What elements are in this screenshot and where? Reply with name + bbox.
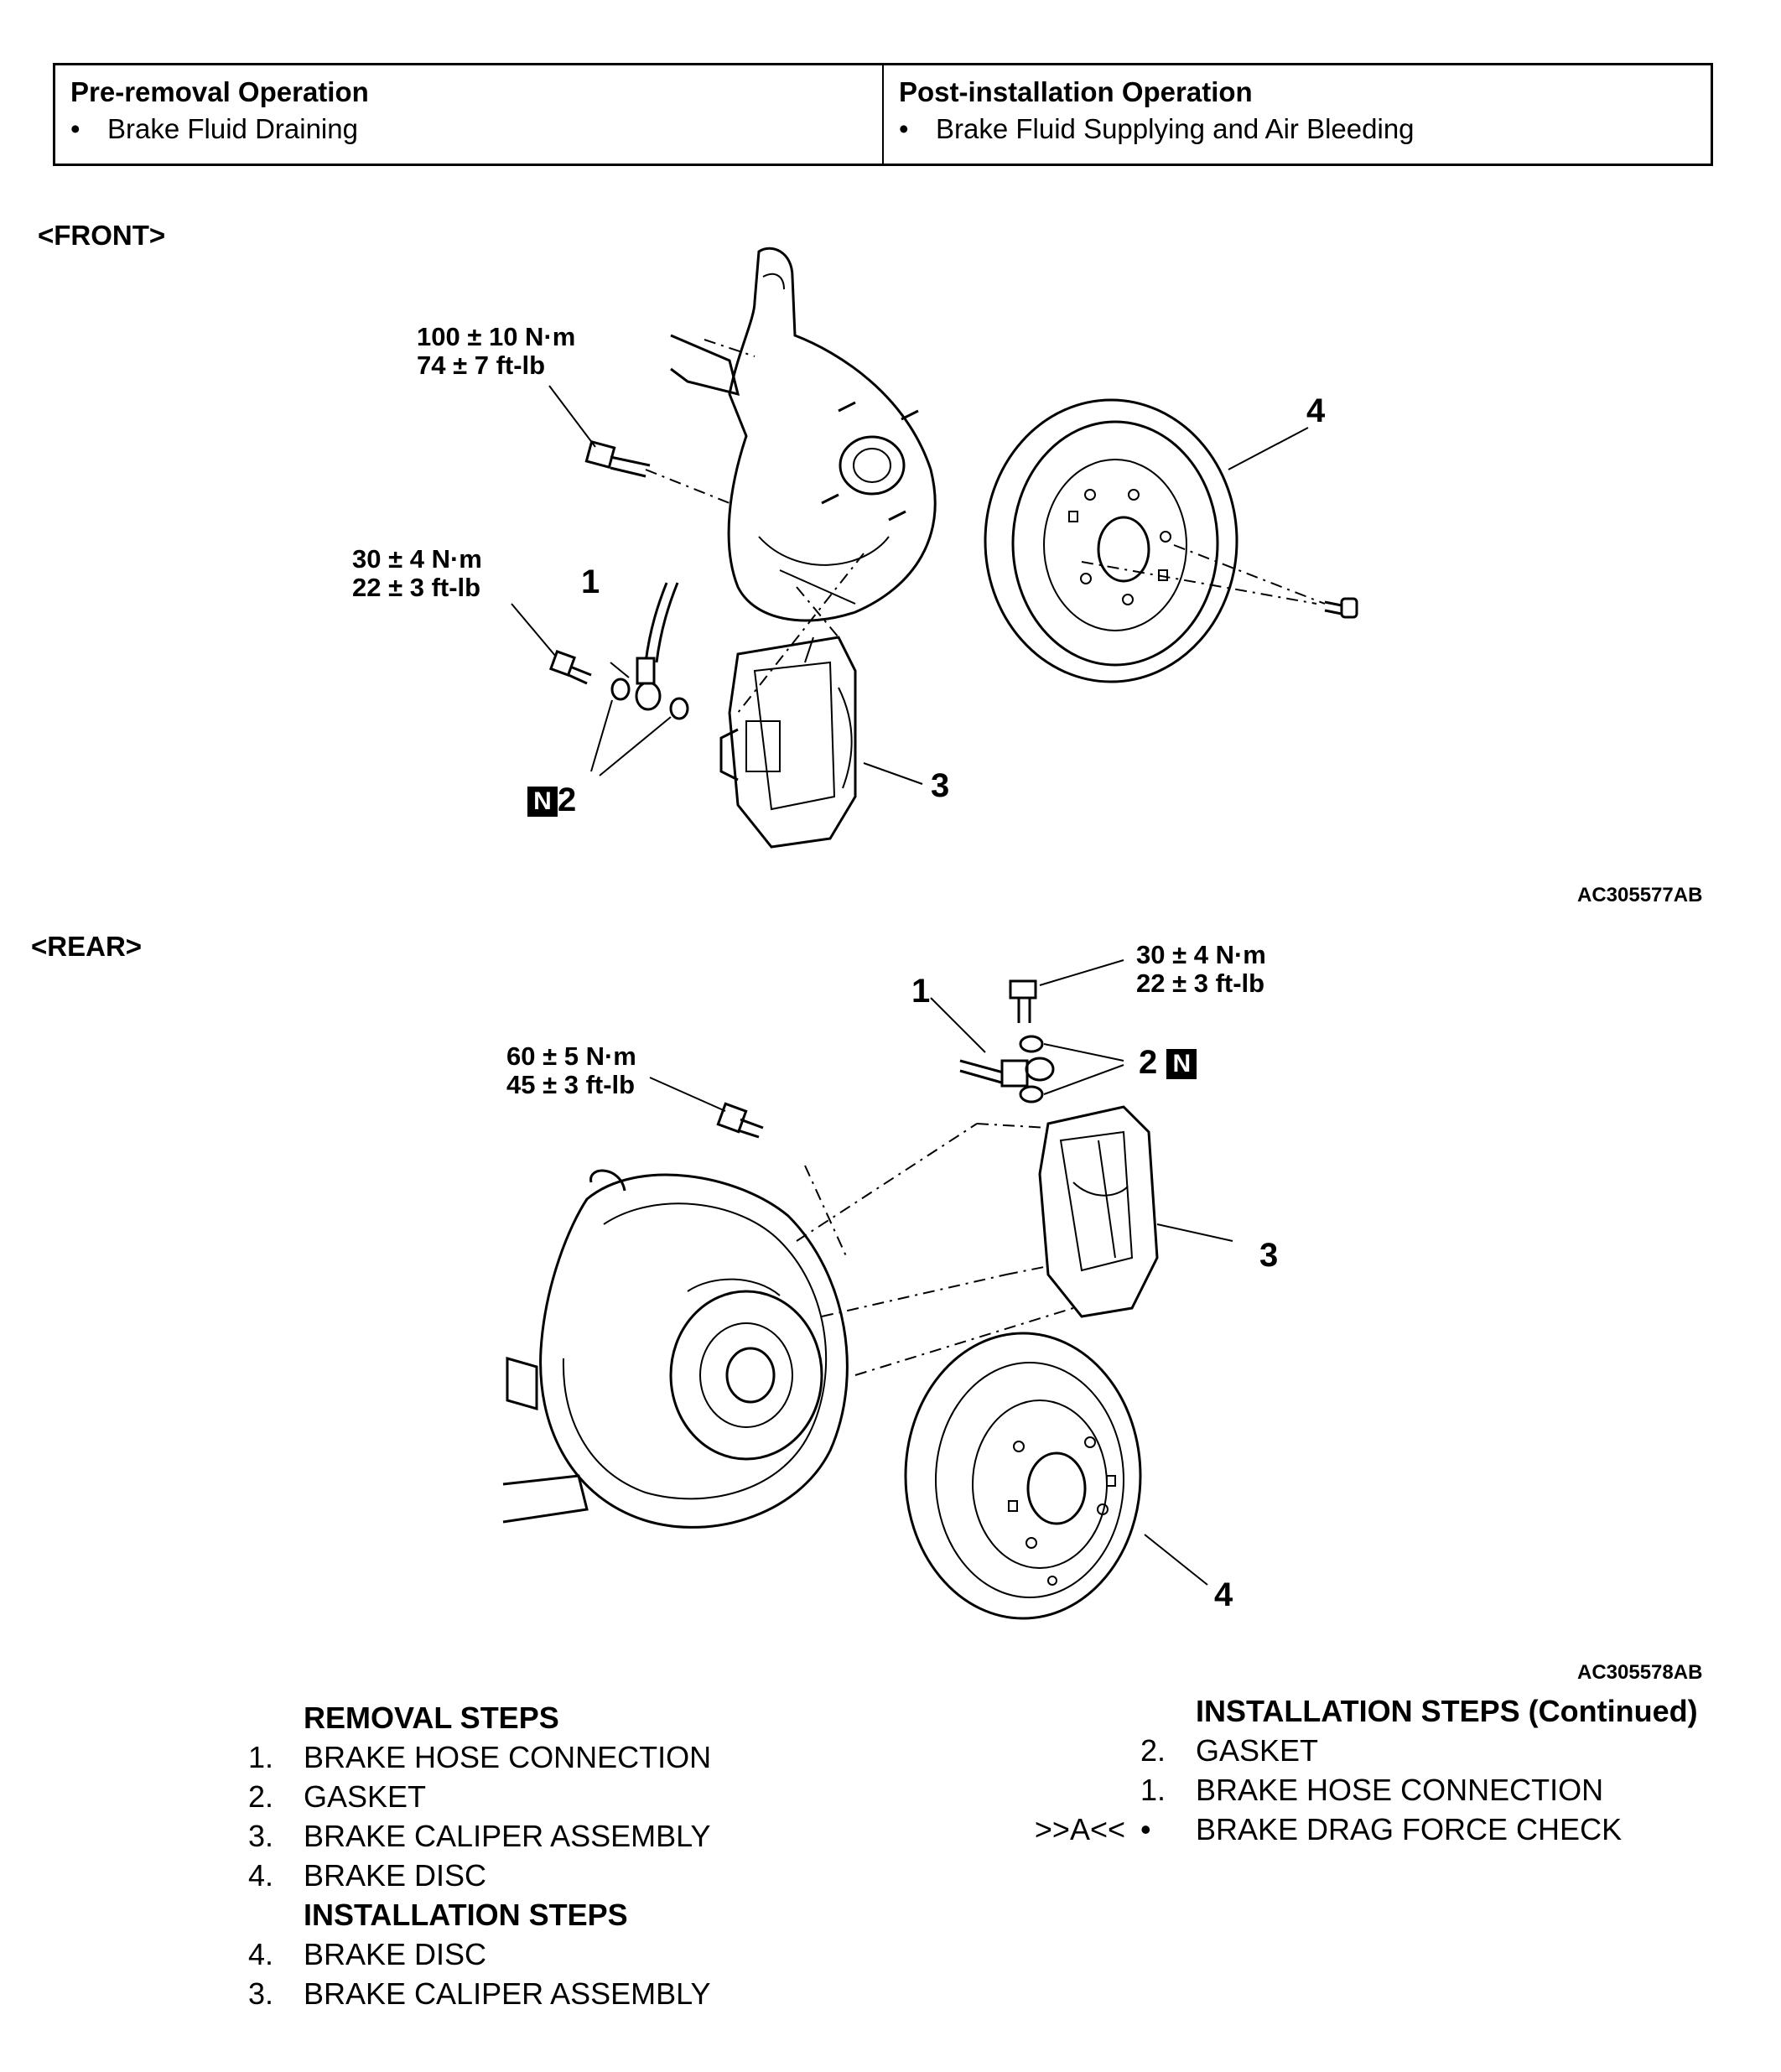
post-installation-title: Post-installation Operation [899,76,1253,107]
list-item: 3.BRAKE CALIPER ASSEMBLY [248,1819,711,1853]
operations-table: Pre-removal Operation •Brake Fluid Drain… [53,63,1713,166]
front-disc-drawing [984,398,1238,683]
front-knuckle-torque-ftlb: 74 ± 7 ft-lb [417,351,546,380]
list-item: 1.BRAKE HOSE CONNECTION [1140,1773,1604,1807]
pre-removal-cell: Pre-removal Operation •Brake Fluid Drain… [55,65,882,164]
new-part-mark: N [527,787,558,818]
rear-caliper-torque: 60 ± 5 N·m 45 ± 3 ft-lb [506,1042,636,1099]
front-gasket-1 [610,678,631,701]
front-knuckle-torque-nm: 100 ± 10 N·m [417,322,576,351]
front-disc-screw [1324,597,1358,619]
rear-gasket-1 [1019,1035,1044,1053]
rear-figure-code: AC305578AB [1577,1661,1703,1684]
post-installation-item: •Brake Fluid Supplying and Air Bleeding [899,111,1695,148]
list-item: 2.GASKET [248,1779,427,1814]
rear-hose-torque-nm: 30 ± 4 N·m [1136,940,1266,969]
front-knuckle-bolt [584,439,651,478]
front-callout-1: 1 [581,563,600,600]
rear-caliper-torque-ftlb: 45 ± 3 ft-lb [506,1070,636,1099]
installation-steps-continued-title: INSTALLATION STEPS (Continued) [1196,1694,1698,1728]
bullet-icon: • [1140,1812,1151,1846]
bullet-icon: • [70,113,80,144]
front-callout-4: 4 [1306,392,1326,429]
front-caliper-drawing [719,636,857,849]
installation-steps-continued-list: INSTALLATION STEPS (Continued) 2.GASKET … [973,1691,1698,1849]
rear-gasket-2 [1019,1085,1044,1104]
rear-hose-torque: 30 ± 4 N·m 22 ± 3 ft-lb [1136,941,1266,998]
front-figure-code: AC305577AB [1577,884,1703,906]
rear-callout-4: 4 [1214,1576,1233,1613]
bullet-icon: • [899,113,909,144]
front-hose-torque-nm: 30 ± 4 N·m [352,544,482,574]
rear-caliper-bolt [716,1102,764,1139]
pre-removal-item: •Brake Fluid Draining [70,111,867,148]
rear-hose-bolt [1009,979,1037,1023]
rear-callout-3: 3 [1259,1237,1279,1274]
rear-disc-drawing [904,1332,1142,1620]
list-item: 2.GASKET [1140,1733,1319,1768]
front-hose-bolt [548,649,592,685]
list-item: 3.BRAKE CALIPER ASSEMBLY [248,1976,711,2011]
rear-callout-2: 2 N [1139,1044,1197,1082]
post-installation-cell: Post-installation Operation •Brake Fluid… [882,65,1711,164]
list-item: 4.BRAKE DISC [248,1858,487,1893]
front-section-label: <FRONT> [38,220,166,251]
list-item: 1.BRAKE HOSE CONNECTION [248,1740,712,1774]
removal-steps-list: REMOVAL STEPS 1.BRAKE HOSE CONNECTION 2.… [248,1698,711,2013]
rear-caliper-drawing [1038,1105,1159,1318]
rear-hose-torque-ftlb: 22 ± 3 ft-lb [1136,968,1265,998]
front-hose-torque: 30 ± 4 N·m 22 ± 3 ft-lb [352,545,482,602]
front-knuckle-drawing [670,247,937,622]
removal-steps-title: REMOVAL STEPS [304,1701,559,1735]
front-knuckle-torque: 100 ± 10 N·m 74 ± 7 ft-lb [417,323,575,380]
list-item: >>A<<•BRAKE DRAG FORCE CHECK [973,1810,1698,1849]
service-point-mark: >>A<< [1034,1812,1125,1846]
new-part-mark: N [1166,1049,1197,1080]
front-hose-torque-ftlb: 22 ± 3 ft-lb [352,573,481,602]
front-gasket-2 [669,697,689,720]
rear-caliper-torque-nm: 60 ± 5 N·m [506,1041,636,1071]
front-hose-drawing [635,582,679,711]
rear-hose-drawing [959,1057,1055,1088]
front-callout-3: 3 [931,767,950,804]
rear-callout-1: 1 [911,973,931,1010]
pre-removal-title: Pre-removal Operation [70,76,369,107]
list-item: 4.BRAKE DISC [248,1937,487,1971]
rear-backing-plate-drawing [502,1169,849,1529]
installation-steps-title: INSTALLATION STEPS [304,1898,628,1932]
rear-section-label: <REAR> [31,931,143,962]
